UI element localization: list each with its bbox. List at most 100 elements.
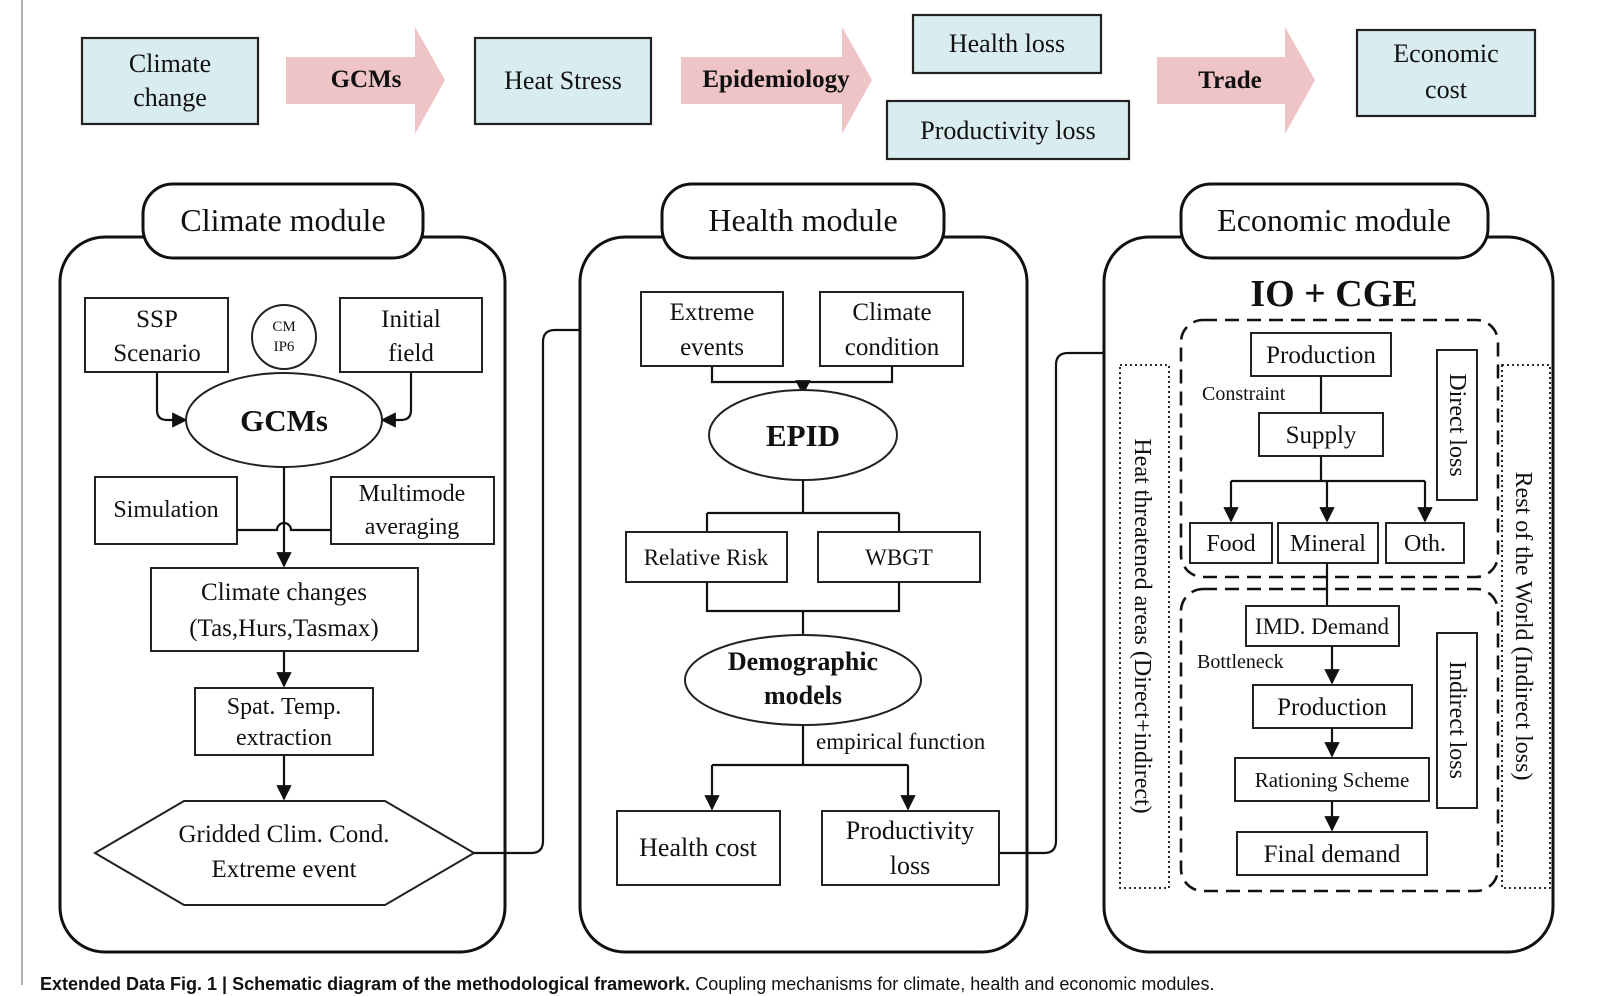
initial-field-box [339, 297, 483, 373]
supply-label: Supply [1286, 422, 1357, 449]
heat-threatened-box [1119, 364, 1170, 889]
bottleneck-label: Bottleneck [1197, 651, 1284, 673]
heat-threatened-label: Heat threatened areas (Direct+indirect) [1129, 438, 1155, 813]
productivity-loss-box [821, 810, 1000, 886]
food-box [1189, 522, 1273, 564]
direct-loss-region [1179, 318, 1500, 579]
indirect-loss-box [1436, 632, 1478, 809]
wbgt-label: WBGT [865, 545, 933, 570]
indirect-loss-region [1179, 587, 1500, 893]
health-cost-label: Health cost [639, 833, 757, 862]
health-loss-box [911, 13, 1103, 75]
simulation-box [94, 476, 238, 545]
gcms-label: GCMs [240, 403, 328, 438]
rest-of-world-box [1501, 364, 1551, 889]
climate-changes-line2: (Tas,Hurs,Tasmax) [189, 615, 379, 642]
climate-change-label-line2: change [133, 83, 207, 112]
climate-change-label-line1: Climate [129, 49, 211, 78]
climate-module: Climate module SSP Scenario CM IP6 Initi… [58, 182, 507, 954]
extreme-events-line1: Extreme [670, 299, 755, 326]
production2-box [1252, 684, 1413, 729]
multimode-box [330, 476, 495, 545]
extreme-events-line2: events [680, 334, 744, 361]
mineral-label: Mineral [1290, 531, 1366, 557]
trade-flow-label: Trade [1198, 67, 1261, 94]
economic-module-title: Economic module [1217, 202, 1451, 238]
climate-module-title-box [141, 182, 425, 260]
epidemiology-flow-label: Epidemiology [702, 66, 850, 93]
other-box [1385, 522, 1465, 564]
cmip6-circle [251, 304, 317, 370]
indirect-loss-label: Indirect loss [1444, 661, 1470, 779]
ssp-scenario-line1: SSP [136, 306, 178, 333]
epid-split-connector [705, 480, 901, 532]
other-label: Oth. [1404, 531, 1446, 557]
climate-condition-box [819, 291, 964, 367]
climate-module-title: Climate module [180, 202, 385, 238]
imd-demand-label: IMD. Demand [1255, 614, 1390, 639]
climate-to-health-connector [474, 322, 638, 855]
productivity-loss-line2: loss [890, 851, 930, 880]
health-module-title: Health module [708, 202, 897, 238]
constraint-label: Constraint [1202, 383, 1286, 405]
economic-cost-box [1355, 28, 1537, 118]
heat-stress-box [473, 36, 653, 126]
spat-temp-line1: Spat. Temp. [227, 694, 342, 720]
production-box [1250, 332, 1392, 377]
ssp-scenario-box [84, 297, 229, 373]
epidemiology-flow-arrow [681, 27, 872, 134]
top-flow: Climate change GCMs Heat Stress Epidemio… [80, 13, 1537, 161]
economic-cost-label-line2: cost [1425, 75, 1468, 104]
trade-flow-arrow [1157, 27, 1315, 134]
productivity-loss-top-label: Productivity loss [920, 116, 1096, 145]
economic-module: Economic module IO + CGE Heat threatened… [1102, 182, 1555, 954]
wbgt-box [817, 531, 981, 583]
initial-to-gcms-arrow [380, 372, 413, 428]
rest-of-world-label: Rest of the World (Indirect loss) [1510, 472, 1536, 781]
gridded-line2: Extreme event [211, 856, 356, 883]
health-cost-box [616, 810, 781, 886]
health-module: Health module Extreme events Climate con… [578, 182, 1029, 954]
rationing-label: Rationing Scheme [1255, 768, 1410, 792]
spat-temp-line2: extraction [236, 725, 332, 751]
productivity-loss-line1: Productivity [846, 816, 975, 845]
empirical-function-label: empirical function [816, 729, 986, 754]
cmip6-line2: IP6 [274, 339, 295, 355]
demographic-line2: models [764, 681, 842, 710]
risk-merge-connector [705, 582, 901, 636]
relative-risk-label: Relative Risk [644, 545, 769, 570]
productivity-loss-top-box [885, 99, 1131, 161]
economic-cost-label-line1: Economic [1393, 39, 1498, 68]
mineral-box [1277, 522, 1379, 564]
epid-label: EPID [766, 418, 840, 453]
io-cge-label: IO + CGE [1250, 273, 1417, 315]
final-demand-box [1236, 831, 1428, 876]
climate-changes-box [150, 567, 419, 652]
multimode-line2: averaging [365, 514, 460, 540]
imd-demand-box [1245, 605, 1400, 647]
simulation-label: Simulation [113, 497, 218, 523]
initial-field-line2: field [388, 340, 434, 367]
health-loss-label: Health loss [949, 29, 1065, 58]
direct-loss-label: Direct loss [1444, 373, 1470, 476]
health-to-economic-connector [999, 345, 1250, 855]
figure-caption: Extended Data Fig. 1 | Schematic diagram… [40, 974, 1214, 995]
direct-loss-box [1436, 349, 1478, 501]
gcms-flow-arrow [286, 27, 445, 134]
climate-condition-line1: Climate [852, 299, 931, 326]
production2-label: Production [1277, 694, 1387, 721]
climate-change-box [80, 36, 260, 126]
economic-module-title-box [1179, 182, 1490, 260]
food-label: Food [1206, 531, 1255, 557]
ssp-scenario-line2: Scenario [113, 340, 200, 367]
heat-stress-label: Heat Stress [504, 66, 622, 95]
final-demand-label: Final demand [1264, 841, 1401, 868]
cmip6-line1: CM [272, 319, 295, 335]
production-label: Production [1266, 342, 1376, 369]
climate-changes-line1: Climate changes [201, 579, 367, 606]
initial-field-line1: Initial [381, 306, 441, 333]
spat-temp-box [194, 687, 374, 756]
gcms-flow-label: GCMs [331, 66, 402, 93]
ssp-to-gcms-arrow [155, 372, 188, 428]
